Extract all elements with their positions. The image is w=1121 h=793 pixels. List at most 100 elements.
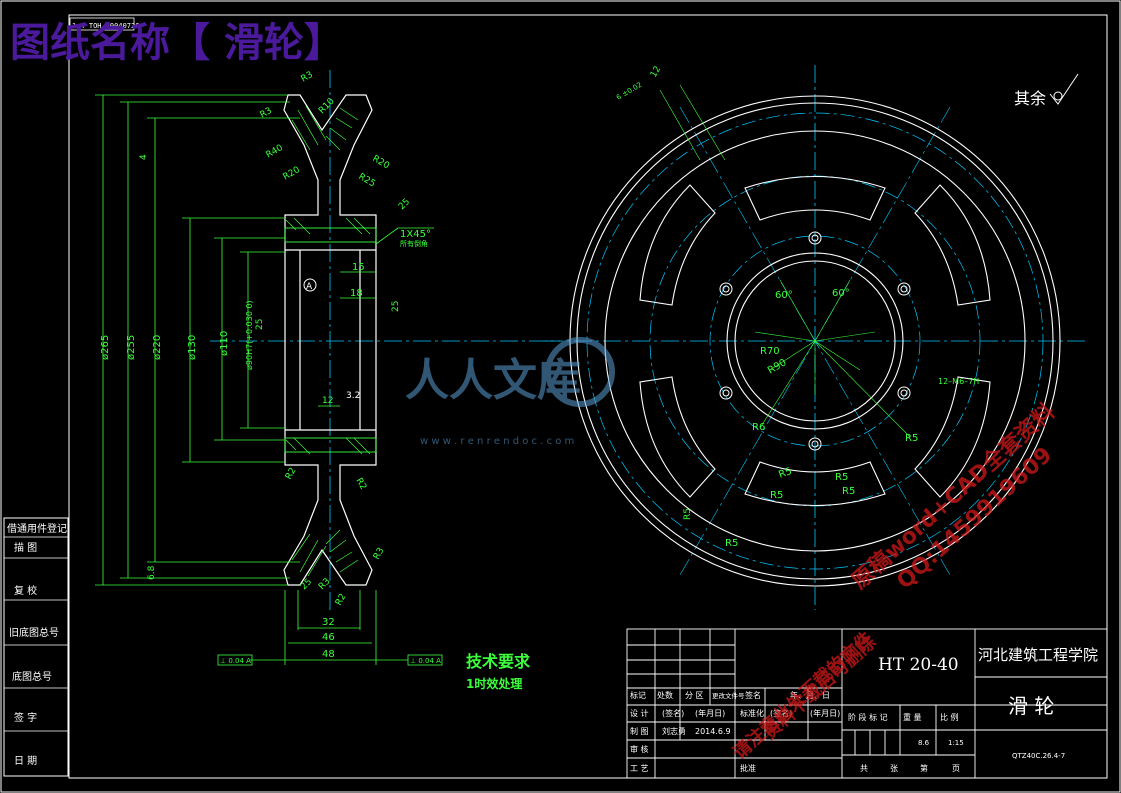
roughness-symbol <box>1049 73 1079 105</box>
title-block <box>626 628 1108 779</box>
spoke-windows <box>639 176 991 506</box>
small-dim-4: 4 <box>139 154 149 160</box>
side-item-5: 签 字 <box>14 711 37 724</box>
tb-sheet-1: 张 <box>890 764 898 773</box>
tb-weight: 8.6 <box>918 739 930 747</box>
angle-left: 60° <box>775 290 793 301</box>
side-item-6: 日 期 <box>14 755 37 767</box>
dim-110: ø110 <box>219 331 230 356</box>
dim-90h7: ø90H7(+0.030 0) <box>245 300 254 370</box>
chamfer-note: 所有倒角 <box>400 239 428 248</box>
tb-design-1: (签名) <box>662 708 684 718</box>
small-dim-12: 12 <box>322 396 333 406</box>
tb-sheet-3: 页 <box>952 764 960 773</box>
tb-row-5: 年、月、日 <box>790 690 830 700</box>
roughness-25-b: 25 <box>391 301 401 312</box>
drawing-title: 图纸名称【 滑轮】 <box>10 20 344 66</box>
tb-scale: 1:15 <box>948 739 964 747</box>
tech-title: 技术要求 <box>466 652 531 671</box>
front-view: 60° 60° R70 R90 R6 R5 R5 R5 R5 R5 R5 R5 … <box>545 65 1085 610</box>
side-item-3: 旧底图总号 <box>9 626 59 639</box>
tb-design-3: 标准化 <box>740 708 764 718</box>
radius-4: R20 <box>282 165 303 183</box>
dim-220: ø220 <box>152 335 163 360</box>
roughness-25-d: 25 <box>299 577 314 592</box>
radius-6: R25 <box>357 172 377 190</box>
tb-row-0: 标记 <box>630 690 646 700</box>
dim-130: ø130 <box>187 335 198 360</box>
tb-school: 河北建筑工程学院 <box>978 646 1098 664</box>
tolerance-right: ⊥ 0.04 A <box>410 657 441 665</box>
radius-3: R40 <box>265 143 286 161</box>
tb-row-4: 签名 <box>745 690 761 700</box>
slot-width: 12 <box>649 65 663 80</box>
radius-r70: R70 <box>760 346 780 357</box>
tb-draw-1: 刘志勇 <box>662 726 686 736</box>
tb-stage-0: 阶 段 标 记 <box>848 712 888 722</box>
radius-r5-a: R5 <box>905 433 918 444</box>
roughness-note: 其余 <box>1014 89 1046 108</box>
radius-r5-c: R5 <box>770 490 783 501</box>
tb-stage-1: 重 量 <box>903 712 922 722</box>
tb-design-0: 设 计 <box>630 708 649 718</box>
inner-frame <box>68 14 1108 779</box>
dim-265: ø265 <box>100 335 111 360</box>
radius-10: R2 <box>334 592 349 607</box>
tb-row-1: 处数 <box>657 690 673 700</box>
tb-drawing-no: QTZ40C.26.4-7 <box>1012 752 1065 760</box>
side-item-1: 描 图 <box>14 541 37 554</box>
bottom-dim-46: 46 <box>322 632 335 643</box>
tb-sheet-2: 第 <box>920 763 928 773</box>
small-dim-6-8: 6.8 <box>147 565 157 580</box>
tb-row-2: 分 区 <box>685 691 704 700</box>
radius-r5-g: R5 <box>683 508 693 520</box>
small-dim-15: 15 <box>352 262 365 273</box>
side-item-2: 复 校 <box>14 584 37 597</box>
radius-r5-b: R5 <box>777 466 793 481</box>
tb-row-3: 更改文件号 <box>712 691 745 700</box>
roughness-25-c: 25 <box>255 319 265 330</box>
side-item-4: 底图总号 <box>12 670 52 683</box>
radius-5: R20 <box>371 154 392 172</box>
tb-draw-0: 制 图 <box>630 726 649 736</box>
small-dim-3-2: 3.2 <box>346 391 360 401</box>
angle-right: 60° <box>832 288 850 299</box>
watermark-url: w w w . r e n r e n d o c . c o m <box>420 436 574 447</box>
side-panel: 借通用件登记 描 图 复 校 旧底图总号 底图总号 签 字 日 期 <box>3 517 69 777</box>
tolerance-left: ⊥ 0.04 A <box>220 657 251 665</box>
radius-1: R3 <box>300 70 315 85</box>
slot-tolerance: 6 ±0.02 <box>615 81 643 102</box>
tech-line: 1时效处理 <box>466 676 522 691</box>
tb-draw-2: 2014.6.9 <box>695 727 731 736</box>
dim-255: ø255 <box>126 335 137 360</box>
radius-r5-d: R5 <box>835 472 848 483</box>
tb-approve: 批准 <box>740 763 756 773</box>
tb-check: 审 核 <box>630 744 649 754</box>
tb-sheet-0: 共 <box>860 764 868 773</box>
thread-label: 12–M6–7H <box>938 377 979 386</box>
side-item-0: 借通用件登记 <box>7 522 67 535</box>
chamfer-label: 1X45° <box>400 229 431 240</box>
drawing-tag: 1:4 TOH 20040726 <box>72 22 139 30</box>
tb-design-4: (签名) <box>770 708 792 718</box>
bottom-dim-32: 32 <box>322 617 335 628</box>
datum-a: A <box>306 282 313 292</box>
bottom-dim-48: 48 <box>322 649 335 660</box>
roughness-25-a: 25 <box>397 197 412 212</box>
radius-9: R3 <box>372 546 387 561</box>
drawing-tag-box <box>69 17 135 31</box>
radius-r5-e: R5 <box>842 486 855 497</box>
tb-design-2: (年月日) <box>695 708 725 718</box>
radius-r6: R6 <box>752 422 765 433</box>
radius-8: R2 <box>353 477 368 492</box>
tb-material: HT 20-40 <box>878 655 959 675</box>
tb-design-5: (年月日) <box>810 708 840 718</box>
radius-r5-f: R5 <box>725 538 738 549</box>
tb-part-name: 滑 轮 <box>1008 694 1054 718</box>
radius-7: R2 <box>284 466 299 481</box>
watermark: 人人文库 w w w . r e n r e n d o c . c o m <box>405 337 615 447</box>
tb-stage-2: 比 例 <box>940 712 959 722</box>
